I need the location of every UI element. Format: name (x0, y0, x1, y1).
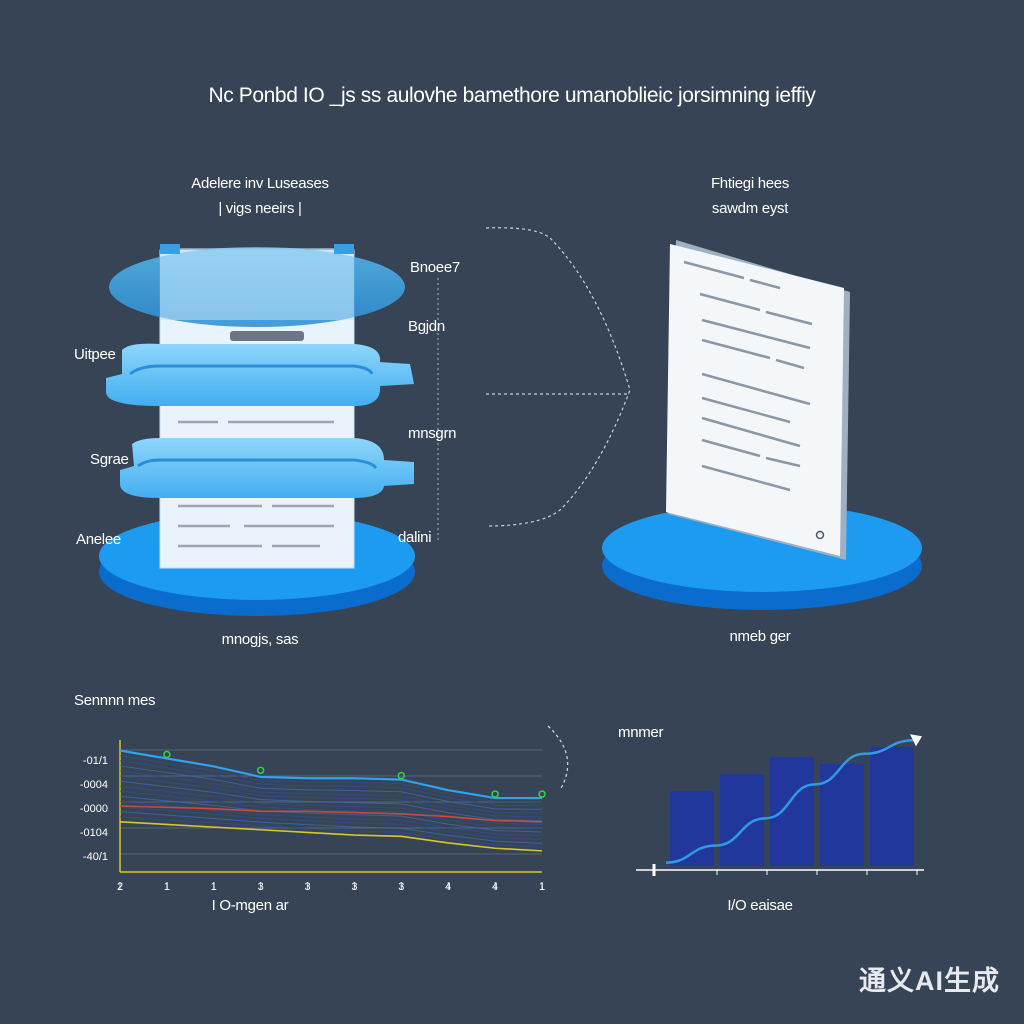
line-chart-series-line (119, 749, 542, 800)
bar-chart-xlabel: I/O eaisae (727, 897, 793, 914)
line-chart-marker (256, 766, 265, 775)
line-chart-x-tick-label: 3 (258, 881, 264, 893)
bar-chart-bar (770, 757, 814, 866)
line-chart-x-tick-label: 3 (398, 881, 404, 893)
line-chart-band-line (119, 775, 543, 818)
right-document (666, 240, 850, 560)
line-chart-y-tick-label: -40/1 (83, 851, 108, 863)
bar-chart-title: mnmer (618, 724, 664, 741)
flow-bracket (485, 227, 631, 527)
left-ring-upper (106, 343, 414, 406)
left-header-line1: Adelere inv Luseases (191, 175, 329, 192)
line-chart-series-line (119, 821, 543, 852)
bar-chart-trend-curve (665, 738, 915, 864)
line-chart: -01/1 -0004 -0000 -0104 -40/1 2 1 1 3 3 3 3 4 4 1 (80, 740, 546, 893)
line-chart-band-line (119, 770, 543, 814)
bar-chart-bar (820, 764, 864, 866)
line-chart-y-tick-label: -0104 (80, 827, 108, 839)
line-chart-x-tick-label: 4 (492, 881, 498, 893)
line-chart-series-line (119, 805, 543, 823)
line-chart-x-tick-label: 1 (539, 881, 545, 893)
line-chart-x-tick-label: 3 (304, 881, 310, 893)
line-chart-marker (163, 750, 171, 759)
left-ring-lower (120, 438, 414, 498)
line-chart-band-line (119, 790, 543, 829)
right-header-line2: sawdm eyst (711, 200, 789, 217)
line-chart-x-tick-label: 3 (351, 881, 357, 893)
line-chart-x-tick-label: 2 (117, 881, 123, 893)
left-side-label-2: Sgrae (90, 451, 129, 468)
line-chart-x-tick-label: 1 (164, 881, 170, 893)
left-side-label-1: Uitpee (74, 346, 116, 363)
line-chart-x-tick-label: 1 (211, 881, 217, 893)
decor-arc (547, 725, 569, 791)
line-chart-band-line (119, 806, 543, 841)
line-chart-y-tick-label: -01/1 (83, 755, 108, 767)
line-chart-y-tick-label: -0000 (80, 803, 108, 815)
left-caption: mnogjs, sas (221, 631, 299, 648)
line-chart-marker (491, 790, 499, 798)
left-right-label-4: dalini (398, 529, 432, 546)
bar-chart-trend-arrowhead (910, 734, 922, 747)
left-right-label-2: Bgjdn (408, 318, 445, 335)
page-title: Nc Ponbd IO _js ss aulovhe bamethore uma… (208, 84, 816, 107)
line-chart-band-line (119, 760, 543, 807)
line-chart-band-line (119, 816, 543, 848)
watermark: 通义AI生成 (859, 966, 1000, 996)
bar-chart-bar (870, 747, 914, 866)
left-side-label-3: Anelee (76, 531, 121, 548)
line-chart-y-tick-label: -0004 (80, 779, 108, 791)
line-chart-band-line (119, 755, 543, 803)
left-right-label-3: mnsgrn (408, 425, 457, 442)
left-right-label-1: Bnoee7 (410, 259, 460, 276)
line-chart-band-line (119, 765, 543, 810)
line-chart-band-line (119, 785, 543, 825)
left-header-line2: | vigs neeirs | (218, 200, 302, 217)
line-chart-marker (397, 771, 406, 780)
line-chart-xlabel: I O-mgen ar (211, 897, 289, 914)
left-top-disk (109, 244, 405, 327)
line-chart-band-line (119, 795, 543, 833)
line-chart-marker (538, 790, 546, 798)
bar-chart (636, 734, 924, 876)
line-chart-title: Sennnn mes (74, 692, 156, 709)
line-chart-band-line (119, 811, 543, 844)
line-chart-band-line (119, 780, 543, 822)
right-caption: nmeb ger (729, 628, 791, 645)
right-header-line1: Fhtiegi hees (710, 175, 790, 192)
line-chart-x-tick-label: 4 (445, 881, 451, 893)
